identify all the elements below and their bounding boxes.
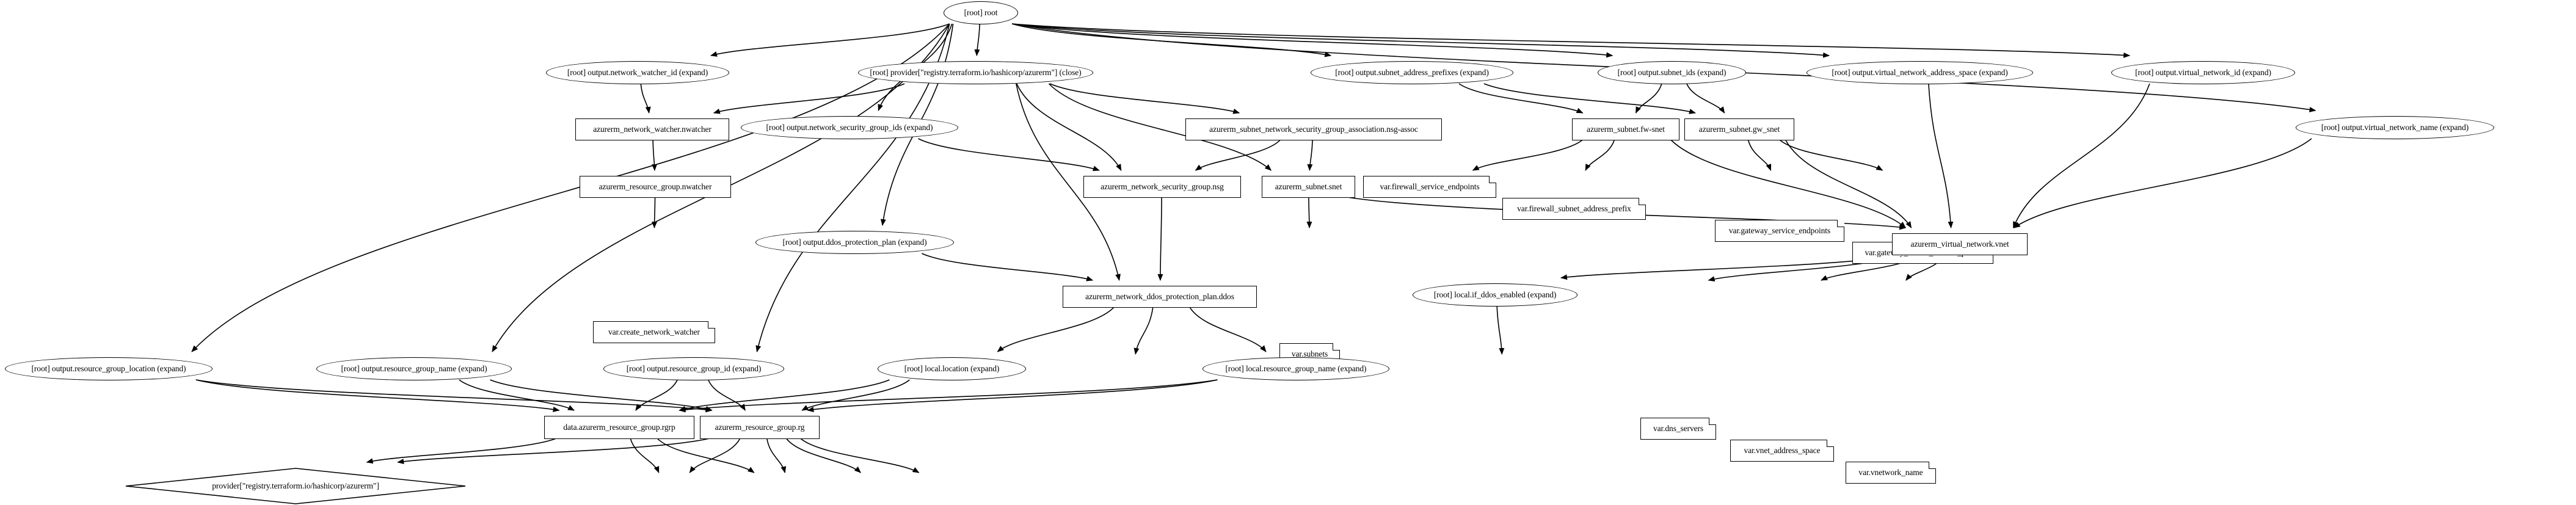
graph-node-local_location[interactable]: [root] local.location (expand) bbox=[878, 357, 1026, 380]
note-fold-corner bbox=[1827, 440, 1834, 447]
graph-node-label: [root] provider["registry.terraform.io/h… bbox=[870, 68, 1082, 78]
graph-node-local_rg_name[interactable]: [root] local.resource_group_name (expand… bbox=[1202, 357, 1389, 380]
graph-node-label: var.firewall_service_endpoints bbox=[1380, 182, 1480, 192]
graph-node-label: [root] local.location (expand) bbox=[904, 364, 1000, 374]
graph-node-label: data.azurerm_resource_group.rgrp bbox=[563, 423, 675, 432]
graph-node-label: [root] output.virtual_network_id (expand… bbox=[2135, 68, 2271, 78]
graph-node-label: azurerm_subnet.snet bbox=[1275, 182, 1342, 192]
graph-node-out_snet_prefixes[interactable]: [root] output.subnet_address_prefixes (e… bbox=[1311, 61, 1513, 84]
note-fold-corner bbox=[1333, 343, 1340, 351]
graph-node-out_ddos_plan[interactable]: [root] output.ddos_protection_plan (expa… bbox=[755, 231, 954, 254]
graph-node-res_nsg[interactable]: azurerm_network_security_group.nsg bbox=[1083, 176, 1241, 198]
graph-node-label: var.vnet_address_space bbox=[1744, 446, 1821, 456]
graph-node-label: var.gateway_service_endpoints bbox=[1728, 226, 1831, 236]
graph-node-res_rg[interactable]: azurerm_resource_group.rg bbox=[700, 416, 820, 439]
graph-node-out_nsg_ids[interactable]: [root] output.network_security_group_ids… bbox=[741, 116, 958, 139]
graph-node-label: var.subnets bbox=[1291, 349, 1328, 359]
graph-node-label: azurerm_network_security_group.nsg bbox=[1101, 182, 1224, 192]
graph-node-label: [root] output.ddos_protection_plan (expa… bbox=[782, 238, 927, 247]
graph-node-var_fw_snet_prefix[interactable]: var.firewall_subnet_address_prefix bbox=[1502, 198, 1646, 220]
graph-node-data_rg[interactable]: data.azurerm_resource_group.rgrp bbox=[544, 416, 694, 439]
note-fold-corner bbox=[1489, 176, 1496, 183]
graph-node-out_vnet_addr_space[interactable]: [root] output.virtual_network_address_sp… bbox=[1806, 61, 2033, 84]
graph-node-label: [root] output.resource_group_id (expand) bbox=[626, 364, 762, 374]
note-fold-corner bbox=[1837, 220, 1844, 227]
graph-node-out_rg_location[interactable]: [root] output.resource_group_location (e… bbox=[5, 357, 213, 380]
graph-node-label: var.firewall_subnet_address_prefix bbox=[1517, 204, 1631, 214]
graph-node-out_rg_name[interactable]: [root] output.resource_group_name (expan… bbox=[316, 357, 512, 380]
graph-node-label: azurerm_network_ddos_protection_plan.ddo… bbox=[1085, 292, 1234, 302]
graph-node-label: var.create_network_watcher bbox=[608, 327, 700, 337]
graph-node-label: azurerm_subnet.fw-snet bbox=[1587, 125, 1665, 134]
graph-node-out_vnet_name[interactable]: [root] output.virtual_network_name (expa… bbox=[2296, 116, 2494, 139]
graph-node-out_nwid[interactable]: [root] output.network_watcher_id (expand… bbox=[546, 61, 729, 84]
graph-node-label: azurerm_network_watcher.nwatcher bbox=[593, 125, 711, 134]
graph-node-var_vnet_addr_space[interactable]: var.vnet_address_space bbox=[1730, 440, 1834, 462]
graph-node-label: [root] output.virtual_network_name (expa… bbox=[2321, 123, 2469, 133]
graph-node-res_vnet[interactable]: azurerm_virtual_network.vnet bbox=[1892, 233, 2028, 255]
graph-node-label: [root] output.network_watcher_id (expand… bbox=[567, 68, 708, 78]
graph-node-var_fw_svc_ep[interactable]: var.firewall_service_endpoints bbox=[1363, 176, 1496, 198]
graph-node-res_nsg_assoc[interactable]: azurerm_subnet_network_security_group_as… bbox=[1185, 118, 1442, 140]
graph-node-label: [root] output.subnet_address_prefixes (e… bbox=[1335, 68, 1489, 78]
graph-node-prov_close[interactable]: [root] provider["registry.terraform.io/h… bbox=[858, 61, 1093, 84]
graph-node-label: azurerm_resource_group.rg bbox=[715, 423, 805, 432]
graph-node-res_subnet_fw[interactable]: azurerm_subnet.fw-snet bbox=[1572, 118, 1679, 140]
graph-node-var_dns_servers[interactable]: var.dns_servers bbox=[1640, 418, 1716, 440]
graph-node-label: var.dns_servers bbox=[1653, 424, 1704, 434]
note-fold-corner bbox=[1639, 198, 1646, 205]
graph-node-var_vnetwork_name[interactable]: var.vnetwork_name bbox=[1846, 462, 1936, 484]
graph-node-label: provider["registry.terraform.io/hashicor… bbox=[212, 481, 379, 491]
graph-node-label: [root] local.if_ddos_enabled (expand) bbox=[1433, 290, 1557, 300]
graph-node-label: [root] output.resource_group_name (expan… bbox=[341, 364, 487, 374]
graph-node-label: azurerm_subnet.gw_snet bbox=[1698, 125, 1780, 134]
graph-node-label: var.vnetwork_name bbox=[1858, 468, 1923, 478]
graph-node-label: [root] local.resource_group_name (expand… bbox=[1225, 364, 1367, 374]
graph-node-label: [root] output.resource_group_location (e… bbox=[31, 364, 186, 374]
graph-node-var_gw_svc_ep[interactable]: var.gateway_service_endpoints bbox=[1715, 220, 1844, 242]
graph-node-label: azurerm_virtual_network.vnet bbox=[1910, 239, 2009, 249]
graph-node-res_subnet_gw[interactable]: azurerm_subnet.gw_snet bbox=[1684, 118, 1794, 140]
graph-node-res_subnet_snet[interactable]: azurerm_subnet.snet bbox=[1262, 176, 1355, 198]
graph-node-label: azurerm_resource_group.nwatcher bbox=[599, 182, 712, 192]
graph-node-out_vnet_id[interactable]: [root] output.virtual_network_id (expand… bbox=[2111, 61, 2295, 84]
graph-node-var_create_nw[interactable]: var.create_network_watcher bbox=[593, 321, 715, 343]
graph-node-root[interactable]: [root] root bbox=[944, 1, 1018, 24]
graph-node-res_rg_nwatcher[interactable]: azurerm_resource_group.nwatcher bbox=[580, 176, 731, 198]
graph-node-label: [root] output.virtual_network_address_sp… bbox=[1832, 68, 2008, 78]
diamond-outline bbox=[125, 468, 466, 504]
graph-node-res_nwatcher[interactable]: azurerm_network_watcher.nwatcher bbox=[575, 118, 729, 140]
graph-node-label: [root] output.subnet_ids (expand) bbox=[1617, 68, 1726, 78]
graph-node-local_if_ddos[interactable]: [root] local.if_ddos_enabled (expand) bbox=[1413, 283, 1577, 307]
note-fold-corner bbox=[1709, 418, 1716, 425]
graph-node-label: [root] root bbox=[964, 8, 998, 18]
graph-node-label: azurerm_subnet_network_security_group_as… bbox=[1209, 125, 1418, 134]
graph-node-out_rg_id[interactable]: [root] output.resource_group_id (expand) bbox=[603, 357, 784, 380]
note-fold-corner bbox=[708, 321, 715, 329]
graph-node-label: [root] output.network_security_group_ids… bbox=[766, 123, 933, 133]
graph-node-res_ddos_plan[interactable]: azurerm_network_ddos_protection_plan.ddo… bbox=[1063, 286, 1257, 308]
graph-node-out_subnet_ids[interactable]: [root] output.subnet_ids (expand) bbox=[1598, 61, 1746, 84]
graph-node-prov_azurerm[interactable]: provider["registry.terraform.io/hashicor… bbox=[125, 468, 466, 504]
note-fold-corner bbox=[1929, 462, 1936, 469]
